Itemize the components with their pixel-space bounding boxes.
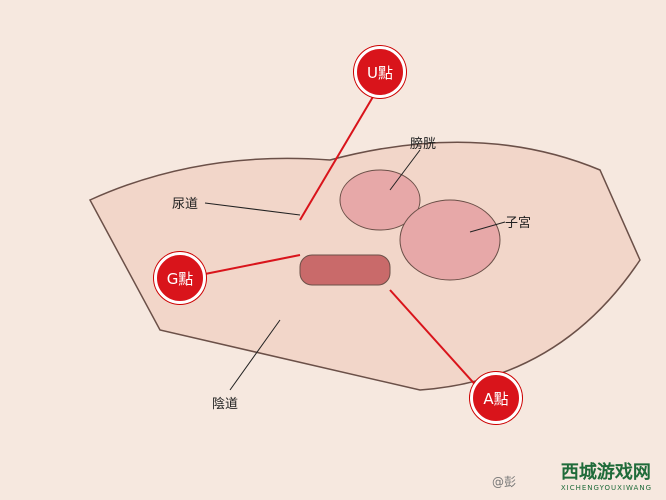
g-point-badge: G點	[154, 252, 206, 304]
watermark-brand-sub: XICHENGYOUXIWANG	[560, 484, 652, 492]
a-point-badge: A點	[470, 372, 522, 424]
pointer-line-urethra	[204, 202, 301, 216]
organ-shape	[299, 254, 391, 286]
watermark-prefix: @彭	[492, 475, 517, 489]
vagina-label: 陰道	[212, 397, 239, 412]
organ-shape	[399, 199, 501, 281]
watermark-brand: 西城游戏网	[560, 462, 651, 483]
pointer-line-g	[199, 254, 301, 276]
urethra-label: 尿道	[172, 197, 199, 212]
pointer-line-bladder	[389, 149, 421, 191]
pointer-line-vagina	[229, 319, 281, 391]
watermark: 西城游戏网 XICHENGYOUXIWANG	[561, 458, 652, 492]
u-point-badge: U點	[354, 46, 406, 98]
uterus-label: 子宮	[505, 216, 532, 231]
pointer-line-uterus	[469, 221, 506, 233]
pointer-line-a	[389, 289, 481, 391]
bladder-label: 膀胱	[410, 137, 437, 152]
pointer-line-u	[299, 89, 378, 221]
organ-shape	[339, 169, 421, 231]
